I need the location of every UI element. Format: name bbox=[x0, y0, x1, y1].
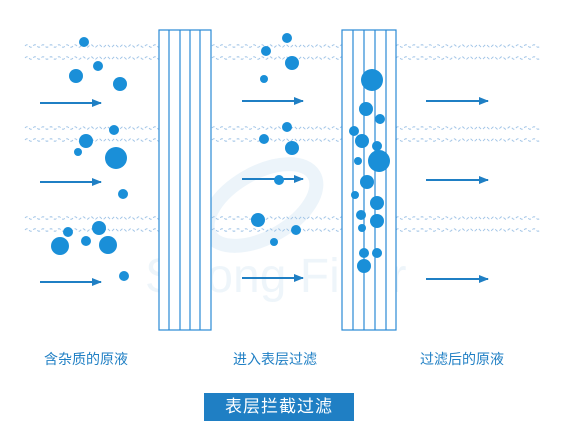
wave-line bbox=[395, 56, 541, 60]
wave-line bbox=[24, 216, 162, 220]
particle bbox=[99, 236, 117, 254]
particle bbox=[357, 259, 371, 273]
particle bbox=[359, 102, 373, 116]
particle bbox=[109, 125, 119, 135]
particle bbox=[361, 69, 383, 91]
particle bbox=[354, 157, 362, 165]
particle bbox=[79, 37, 89, 47]
particle bbox=[118, 189, 128, 199]
particle bbox=[370, 214, 384, 228]
particle bbox=[282, 33, 292, 43]
particle bbox=[69, 69, 83, 83]
wave-line bbox=[24, 44, 162, 48]
wave-line bbox=[211, 44, 349, 48]
particle bbox=[356, 210, 366, 220]
label-filtered-liquid: 过滤后的原液 bbox=[420, 352, 504, 368]
wave-line bbox=[24, 56, 162, 60]
particle bbox=[375, 114, 385, 124]
particle bbox=[360, 175, 374, 189]
flow-waves bbox=[24, 44, 541, 232]
label-raw-liquid: 含杂质的原液 bbox=[44, 352, 128, 368]
watermark-logo bbox=[200, 157, 324, 253]
particle bbox=[359, 248, 369, 258]
wave-line bbox=[24, 138, 162, 142]
particle bbox=[81, 236, 91, 246]
particle bbox=[261, 46, 271, 56]
particle bbox=[285, 141, 299, 155]
particle bbox=[92, 221, 106, 235]
flow-arrows bbox=[40, 97, 489, 286]
particle bbox=[349, 126, 359, 136]
particle bbox=[270, 238, 278, 246]
particle bbox=[358, 224, 366, 232]
particle bbox=[260, 75, 268, 83]
wave-line bbox=[211, 138, 349, 142]
particle bbox=[63, 227, 73, 237]
wave-line bbox=[211, 228, 349, 232]
particle bbox=[259, 134, 269, 144]
particle bbox=[51, 237, 69, 255]
particle bbox=[282, 122, 292, 132]
particle bbox=[113, 77, 127, 91]
impurity-particles bbox=[51, 33, 390, 281]
particle bbox=[370, 196, 384, 210]
wave-line bbox=[24, 126, 162, 130]
particle bbox=[285, 56, 299, 70]
particle bbox=[74, 148, 82, 156]
particle bbox=[93, 61, 103, 71]
wave-line bbox=[211, 126, 349, 130]
particle bbox=[291, 225, 301, 235]
label-entering-layer: 进入表层过滤 bbox=[233, 352, 317, 368]
wave-line bbox=[395, 138, 541, 142]
wave-line bbox=[211, 216, 349, 220]
particle bbox=[372, 248, 382, 258]
particle bbox=[79, 134, 93, 148]
particle bbox=[274, 175, 284, 185]
particle bbox=[372, 141, 382, 151]
particle bbox=[105, 147, 127, 169]
particle bbox=[368, 150, 390, 172]
wave-line bbox=[395, 126, 541, 130]
wave-line bbox=[395, 44, 541, 48]
wave-line bbox=[211, 56, 349, 60]
particle bbox=[351, 191, 359, 199]
wave-line bbox=[395, 228, 541, 232]
diagram-title: 表层拦截过滤 bbox=[204, 393, 354, 421]
particle bbox=[355, 134, 369, 148]
particle bbox=[251, 213, 265, 227]
wave-line bbox=[395, 216, 541, 220]
filter-medium-1 bbox=[158, 29, 212, 331]
particle bbox=[119, 271, 129, 281]
